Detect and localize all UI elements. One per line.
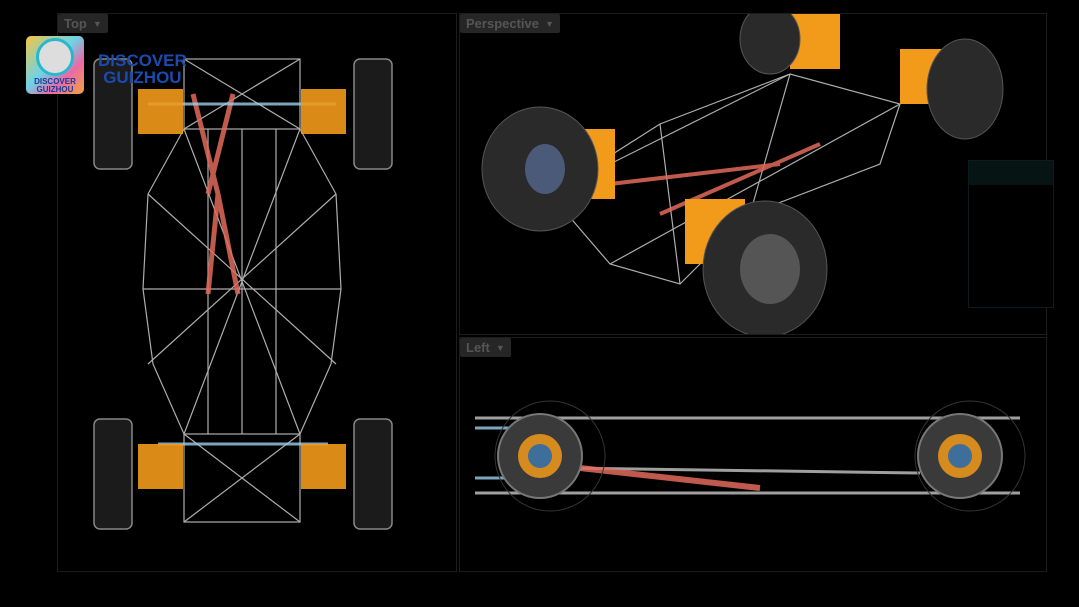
tire-front-right (353, 58, 393, 170)
viewport-label-left[interactable]: Left ▼ (460, 338, 511, 357)
side-panel (968, 160, 1054, 308)
viewport-label-top[interactable]: Top ▼ (58, 14, 108, 33)
viewport-label-perspective[interactable]: Perspective ▼ (460, 14, 560, 33)
viewport-top[interactable]: Top ▼ (57, 13, 457, 572)
dropdown-caret-icon: ▼ (92, 18, 102, 29)
top-view-chassis (93, 58, 393, 530)
channel-logo: DISCOVER GUIZHOU (26, 36, 84, 94)
viewport-perspective[interactable]: Perspective ▼ (459, 13, 1047, 335)
left-view-chassis (475, 400, 1026, 512)
viewport-left[interactable]: Left ▼ (459, 337, 1047, 572)
tire-rear-right (353, 418, 393, 530)
perspective-view-chassis (481, 14, 1004, 334)
tire-front-left (93, 58, 133, 170)
brand-line2: GUIZHOU (103, 68, 182, 87)
logo-text-line1: DISCOVER (34, 77, 76, 86)
viewport-title: Top (64, 16, 87, 31)
tire-rear-left (739, 14, 801, 75)
dropdown-caret-icon: ▼ (495, 342, 505, 353)
viewport-title: Perspective (466, 16, 539, 31)
logo-text-line2: GUIZHOU (36, 85, 74, 94)
tire-rear-right (926, 38, 1004, 140)
viewport-title: Left (466, 340, 490, 355)
brand-watermark: DISCOVER GUIZHOU (98, 52, 187, 86)
dropdown-caret-icon: ▼ (545, 18, 554, 29)
tire-rear-left (93, 418, 133, 530)
brand-line1: DISCOVER (98, 51, 187, 70)
